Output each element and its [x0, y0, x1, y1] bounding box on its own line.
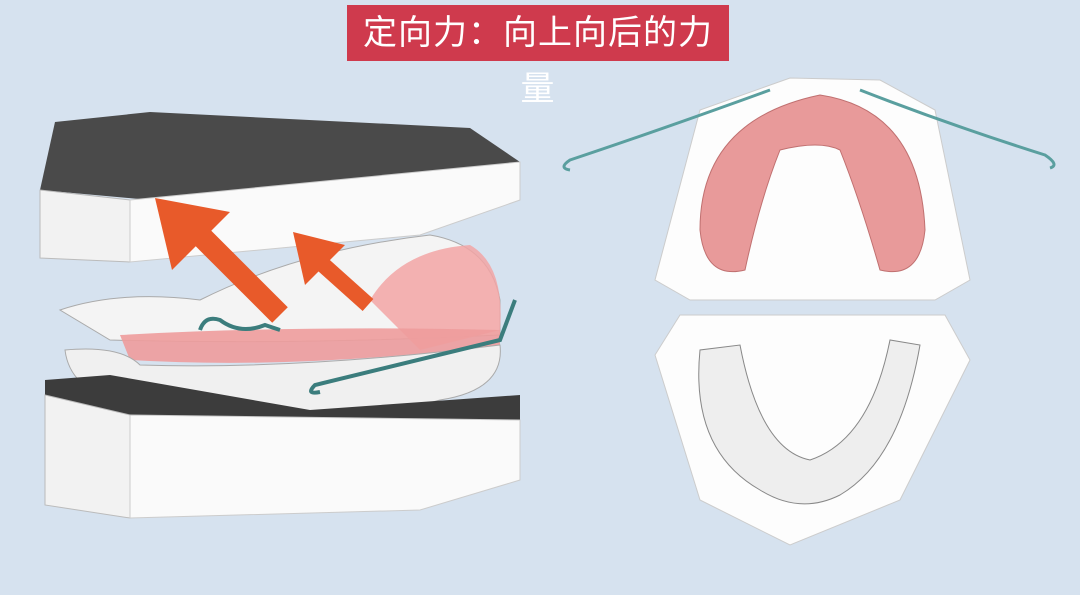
upper-occlusal-view: [562, 77, 1056, 301]
appliance-band: [120, 328, 500, 363]
lower-base-front: [44, 394, 131, 519]
orthodontic-wire: [198, 299, 517, 395]
lower-base-top: [45, 375, 520, 420]
appliance-upper: [370, 245, 501, 350]
side-view-model: [39, 112, 521, 519]
upper-base-side: [129, 161, 521, 263]
upper-wire: [562, 88, 1056, 172]
force-arrow-large-icon: [155, 198, 288, 323]
lower-base-side: [129, 414, 521, 519]
force-arrow-small-icon: [293, 232, 374, 311]
page-title: 定向力：向上向后的力量: [347, 5, 729, 109]
upper-base-front: [39, 189, 131, 263]
lower-occlusal-view: [654, 314, 971, 546]
upper-base-top: [40, 112, 520, 200]
